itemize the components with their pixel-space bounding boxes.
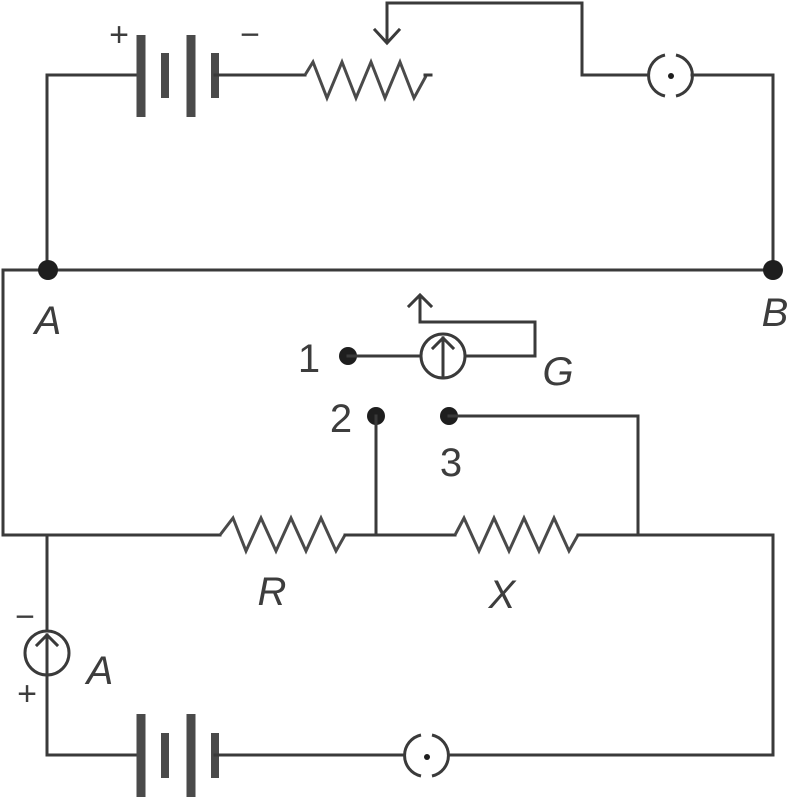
terminal-3-label: 3 [440, 441, 462, 485]
rheostat-slider-arrow-icon [372, 27, 402, 46]
node-a-dot [38, 260, 58, 280]
key-right-arc [675, 53, 694, 98]
top-battery-plus-label: + [109, 16, 129, 54]
rheostat [303, 1, 584, 103]
resistor-x-label: X [488, 573, 517, 617]
ammeter-label: A [85, 649, 114, 693]
resistor-x [453, 514, 580, 555]
key-plug-dot-icon [668, 73, 674, 79]
bottom-left-wire [45, 673, 143, 757]
top-circuit: + − [45, 1, 775, 272]
jockey-wire [418, 295, 537, 358]
node-a-label: A [33, 299, 62, 343]
key-left-arc [647, 53, 666, 98]
right-outer-wire [576, 533, 775, 757]
key-right-arc [431, 733, 450, 778]
galvanometer-arrow-icon [430, 335, 456, 351]
key-plug-dot-icon [424, 754, 430, 760]
rheostat-resistor [303, 57, 428, 103]
ammeter-plus-label: + [17, 675, 37, 713]
resistor-branch: R X [1, 268, 775, 757]
bottom-circuit: − + A [15, 533, 775, 797]
key-left-arc [403, 733, 422, 778]
jockey-arrow-icon [406, 292, 434, 309]
potentiometer-wire-ab: A B [1, 260, 789, 343]
terminal-1-label: 1 [298, 337, 320, 381]
rheostat-slider-wire [385, 1, 584, 77]
resistor-r-label: R [258, 570, 287, 614]
bottom-key[interactable] [403, 733, 450, 778]
node-b-label: B [762, 291, 789, 335]
ammeter-arrow-icon [34, 632, 60, 648]
ammeter [23, 629, 71, 677]
top-left-wire [45, 73, 143, 272]
terminal-2-label: 2 [330, 397, 352, 441]
galvanometer [419, 332, 467, 380]
galvanometer-section: 1 G 2 3 [298, 292, 640, 537]
left-outer-wire [1, 268, 222, 537]
ammeter-minus-label: − [15, 598, 35, 636]
top-battery [136, 35, 219, 117]
terminal-3-wire [447, 414, 640, 537]
top-right-wire [690, 73, 775, 272]
top-key[interactable] [647, 53, 694, 98]
resistor-r [218, 514, 347, 555]
top-battery-minus-label: − [240, 16, 260, 54]
galvanometer-label: G [542, 350, 573, 394]
node-b-dot [763, 260, 783, 280]
bottom-battery [136, 714, 219, 797]
